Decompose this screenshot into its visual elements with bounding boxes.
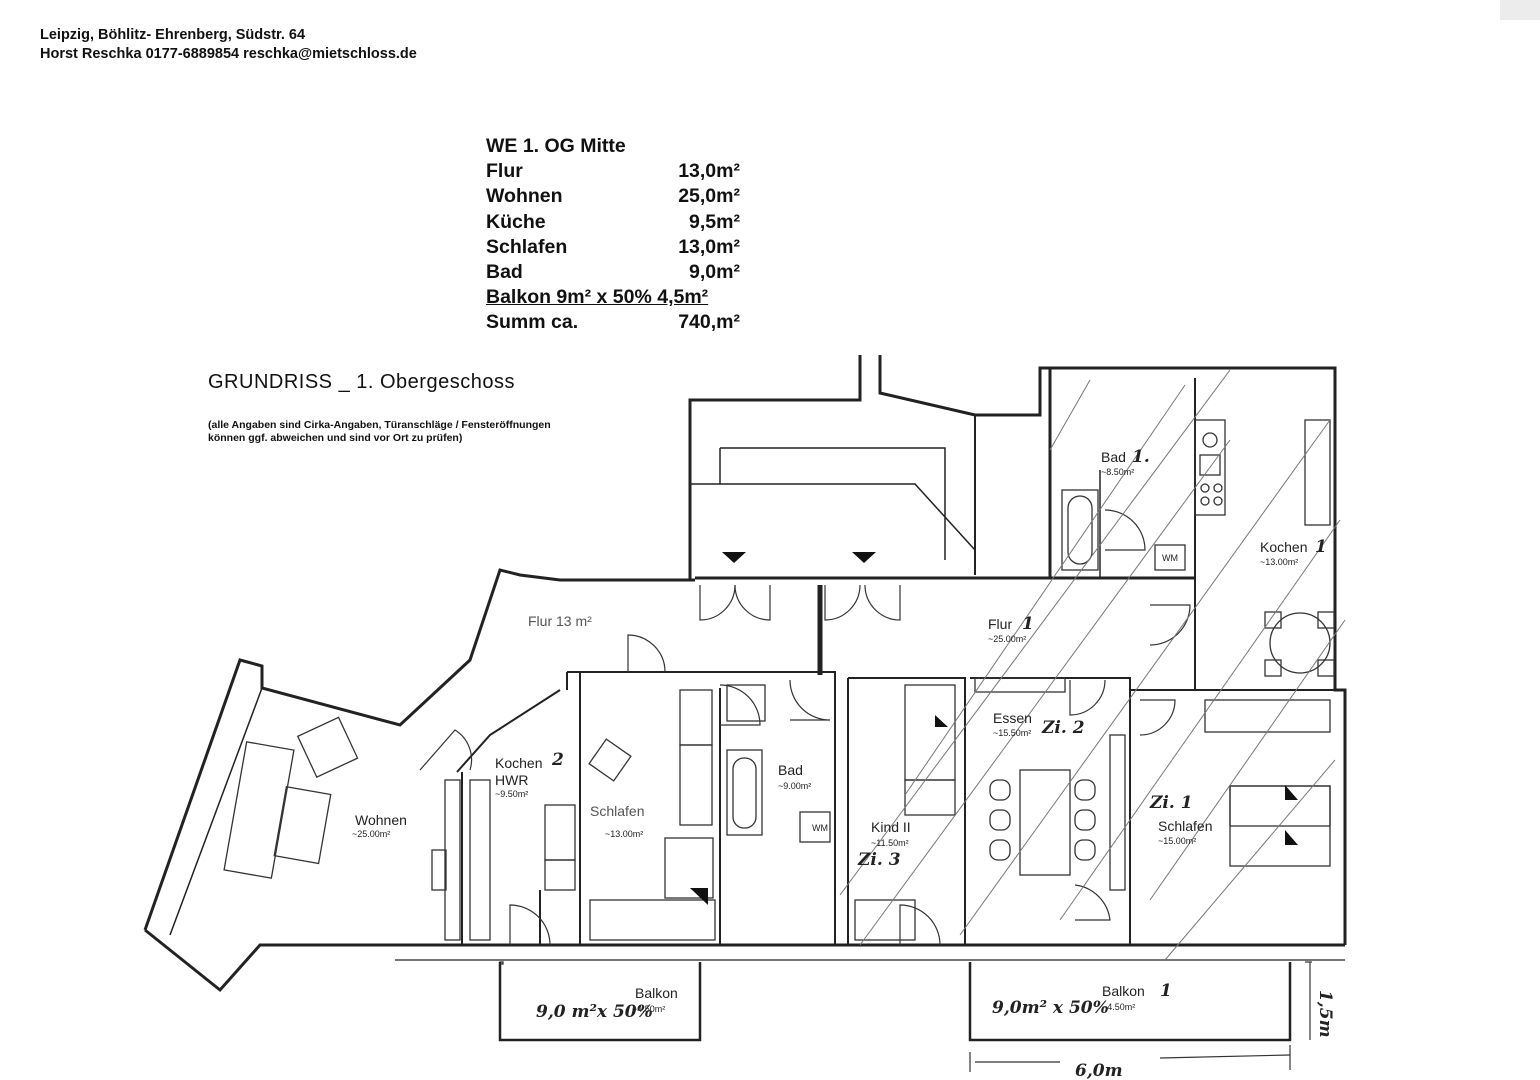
room-label-kochen1: Kochen [1260,539,1307,555]
room-area-schlafen: ~13.00m² [605,829,643,839]
door-swings [419,509,1191,946]
wm1-label: WM [1162,553,1178,563]
address-line: Leipzig, Böhlitz- Ehrenberg, Südstr. 64 [40,27,306,43]
area-value: 9,0m² [689,261,740,284]
area-label: Wohnen [486,185,563,208]
area-row: Küche 9,5m² [486,210,740,235]
room-label-schlafen: Schlafen [590,803,644,819]
room-label-schlafen1: Schlafen [1158,818,1212,834]
area-label: Schlafen [486,235,568,258]
interior-walls [456,585,1335,946]
plan-note-line: können ggf. abweichen und sind vor Ort z… [208,432,463,444]
hand-note-kochen2: 2 [551,750,564,770]
room-label-wohnen: Wohnen [355,812,407,828]
hand-note-balkon1: 1 [1160,981,1172,1001]
stair-arrows [690,552,1298,905]
room-area-kochen2: ~9.50m² [495,789,528,799]
balconies [498,962,1292,1042]
room-label-balkon1: Balkon [1102,983,1145,999]
room-label-balkon: Balkon [635,985,678,1001]
sum-label: Summ ca. [486,311,579,334]
room-area-balkon1: ~4.50m² [1102,1002,1135,1012]
area-row: Flur 13,0m² [486,159,740,184]
room-area-wohnen: ~25.00m² [352,829,390,839]
plan-note-line: (alle Angaben sind Cirka-Angaben, Türans… [208,419,551,431]
plan-title: GRUNDRISS _ 1. Obergeschoss [208,371,515,393]
pencil-hatch [839,369,1346,961]
room-area-kind: ~11.50m² [871,838,909,848]
area-row: Bad 9,0m² [486,260,740,285]
hand-note-kind: Zi. 3 [857,850,901,870]
sum-row: Summ ca. 740,m² [486,310,740,335]
header: Leipzig, Böhlitz- Ehrenberg, Südstr. 64 … [40,26,417,64]
wm-label: WM [812,823,828,833]
room-area-balkon: ~4.50m² [632,1004,665,1014]
room-label-hwr: HWR [495,772,528,788]
area-value: 13,0m² [678,235,740,258]
room-area-flur1: ~25.00m² [988,634,1026,644]
contact-line: Horst Reschka 0177-6889854 reschka@miets… [40,46,417,62]
dimension-depth: 1,5m [1315,990,1335,1038]
room-area-bad1: ~8.50m² [1101,467,1134,477]
area-value: 9,5m² [689,210,740,233]
hand-note-kochen1: 1 [1315,537,1327,557]
balcony-row: Balkon 9m² x 50% 4,5m² [486,286,709,309]
room-label-kochen2: Kochen [495,755,542,771]
area-value: 25,0m² [678,185,740,208]
scan-edge-mark [1500,0,1540,20]
room-label-flur1: Flur [988,616,1012,632]
area-table: WE 1. OG Mitte Flur 13,0m² Wohnen 25,0m² K… [486,134,740,336]
room-label-essen: Essen [993,710,1032,726]
hand-note-essen: Zi. 2 [1041,718,1085,738]
hand-note-balkon: 9,0 m²x 50% [536,1002,653,1022]
dimension-width: 6,0m [1075,1061,1123,1080]
fixtures [223,419,1335,965]
area-table-title: WE 1. OG Mitte [486,135,626,157]
hand-note-balkon1-area: 9,0m² x 50% [992,998,1109,1018]
room-label-bad1: Bad [1101,449,1126,465]
hand-note-schlafen1: Zi. 1 [1149,793,1193,813]
area-label: Flur [486,160,523,183]
dimension-lines [969,961,1312,1072]
area-value: 13,0m² [678,160,740,183]
room-area-schlafen1: ~15.00m² [1158,836,1196,846]
plan-note: (alle Angaben sind Cirka-Angaben, Türans… [208,419,551,445]
room-area-bad: ~9.00m² [778,781,811,791]
sum-value: 740,m² [678,311,740,334]
room-label-flur: Flur 13 m² [528,613,592,629]
area-row: Wohnen 25,0m² [486,184,740,209]
hand-note-flur1: 1 [1022,614,1034,634]
hand-note-bad1: 1. [1132,447,1150,467]
area-label: Küche [486,210,546,233]
area-row: Schlafen 13,0m² [486,235,740,260]
room-label-bad: Bad [778,762,803,778]
area-label: Bad [486,261,523,284]
room-area-essen: ~15.50m² [993,728,1031,738]
room-label-kind: Kind II [871,819,911,835]
room-area-kochen1: ~13.00m² [1260,557,1298,567]
